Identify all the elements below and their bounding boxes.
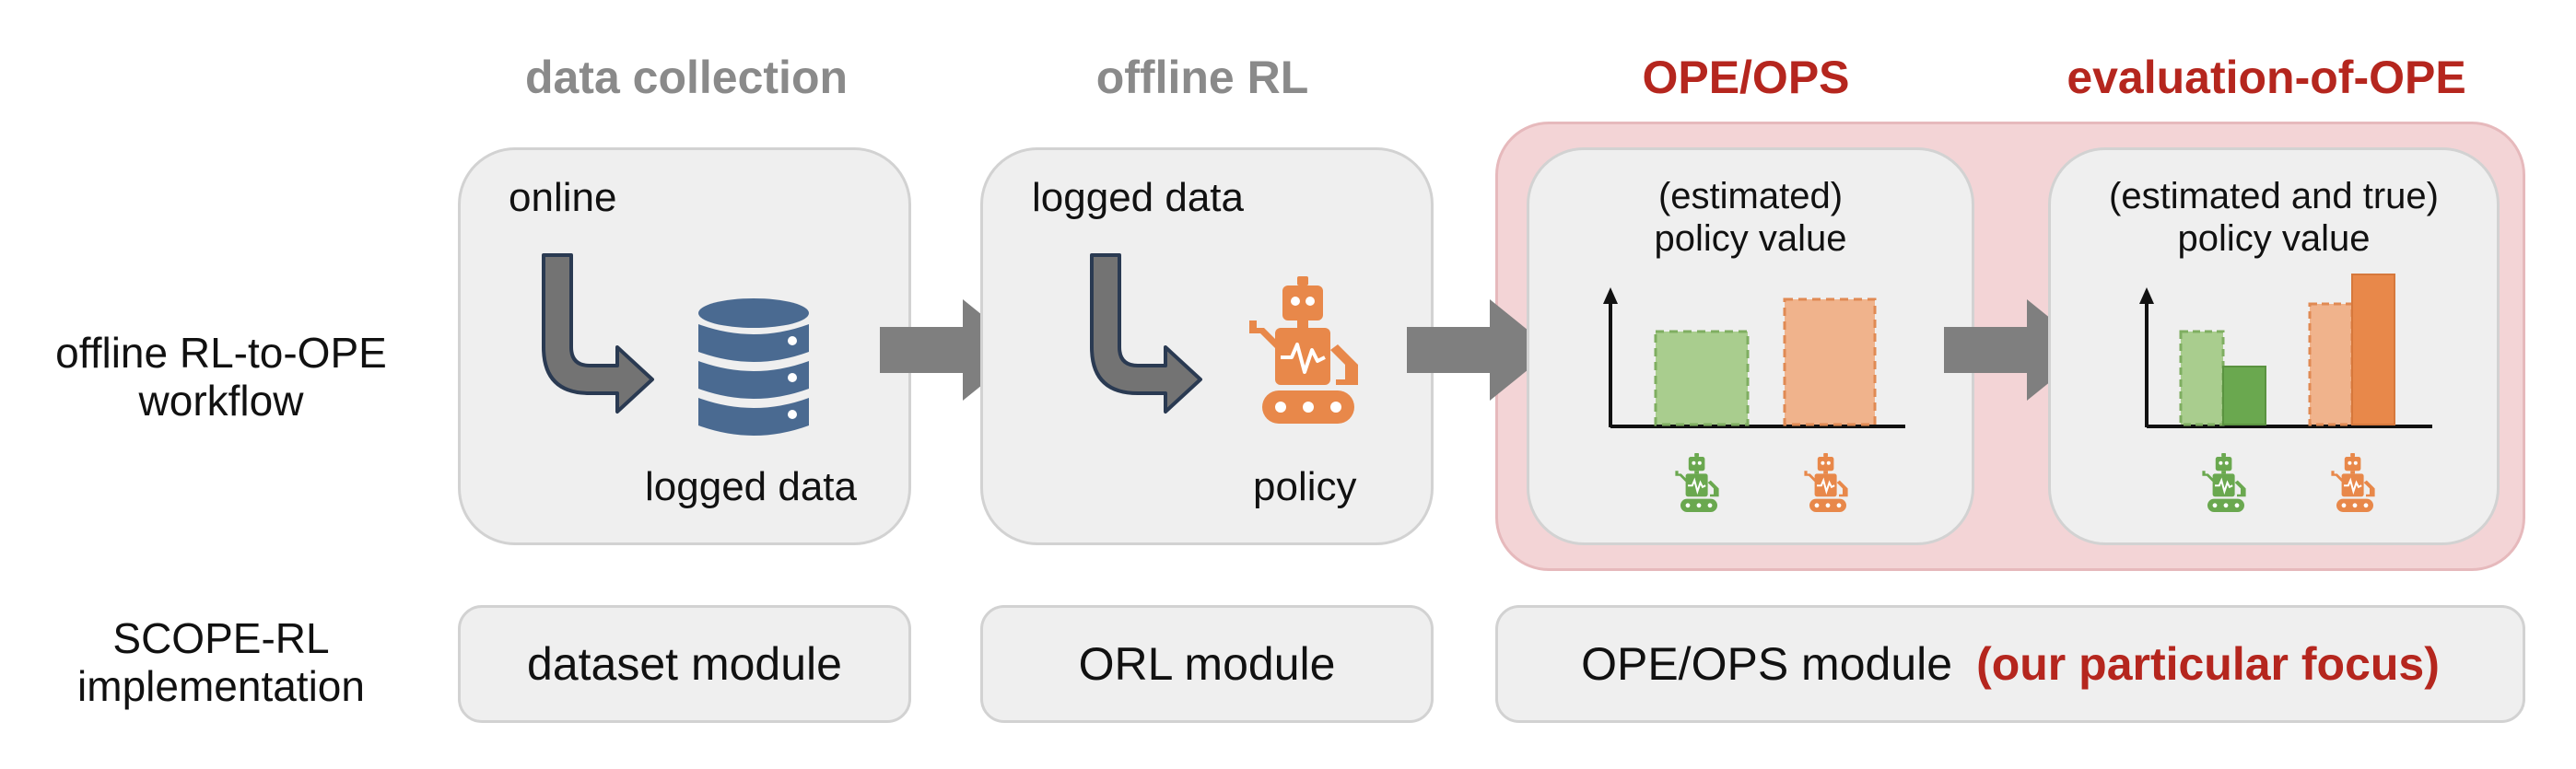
flow-arrow-icon xyxy=(1407,299,1552,401)
estimated-bar-orange xyxy=(1783,297,1877,426)
row-label-implementation-line2: implementation xyxy=(77,661,365,710)
row-label-workflow: offline RL-to-OPE workflow xyxy=(18,329,424,425)
robot-icon xyxy=(1249,276,1358,424)
panel-eval-title-line2: policy value xyxy=(2177,218,2371,259)
panel-ope-title-line2: policy value xyxy=(1654,218,1847,259)
row-label-workflow-line2: workflow xyxy=(138,376,304,425)
estimated-bar-green xyxy=(1654,330,1750,426)
panel-offline-rl-top-label: logged data xyxy=(1032,175,1244,220)
module-focus-label: (our particular focus) xyxy=(1976,638,2440,690)
true-bar-green xyxy=(2222,366,2266,425)
panel-ope-title: (estimated) policy value xyxy=(1527,175,1974,260)
row-label-implementation: SCOPE-RL implementation xyxy=(18,614,424,710)
eval-bar-chart xyxy=(2139,274,2432,428)
robot-icon xyxy=(1675,453,1719,512)
panel-eval-title: (estimated and true) policy value xyxy=(2048,175,2500,260)
robot-icon xyxy=(2331,453,2375,512)
row-label-implementation-line1: SCOPE-RL xyxy=(112,614,330,662)
true-bar-orange xyxy=(2351,274,2395,425)
panel-data-collection-top-label: online xyxy=(509,175,617,220)
robot-icon xyxy=(1804,453,1848,512)
stage-title-offline-rl: offline RL xyxy=(1095,52,1309,103)
curved-arrow-icon xyxy=(542,253,654,414)
panel-offline-rl-bottom-label: policy xyxy=(1253,464,1357,509)
panel-eval xyxy=(2048,147,2500,545)
row-label-workflow-line1: offline RL-to-OPE xyxy=(55,329,387,377)
robot-icon xyxy=(2202,453,2246,512)
estimated-bar-orange xyxy=(2308,302,2354,426)
database-icon xyxy=(698,298,809,436)
panel-data-collection xyxy=(458,147,911,545)
panel-data-collection-bottom-label: logged data xyxy=(645,464,857,509)
module-dataset: dataset module xyxy=(458,605,911,723)
stage-title-data-collection: data collection xyxy=(524,52,849,103)
stage-title-ope-ops: OPE/OPS xyxy=(1642,52,1850,103)
panel-offline-rl xyxy=(980,147,1434,545)
module-ope-label: OPE/OPS module xyxy=(1581,638,1953,690)
estimated-bar-green xyxy=(2179,330,2225,426)
module-orl: ORL module xyxy=(980,605,1434,723)
ope-bar-chart xyxy=(1603,287,1905,428)
module-ope: OPE/OPS module (our particular focus) xyxy=(1495,605,2525,723)
panel-eval-title-line1: (estimated and true) xyxy=(2109,176,2439,216)
panel-ope-title-line1: (estimated) xyxy=(1657,176,1844,216)
stage-title-evaluation-of-ope: evaluation-of-OPE xyxy=(2067,52,2466,103)
curved-arrow-icon xyxy=(1090,253,1202,414)
